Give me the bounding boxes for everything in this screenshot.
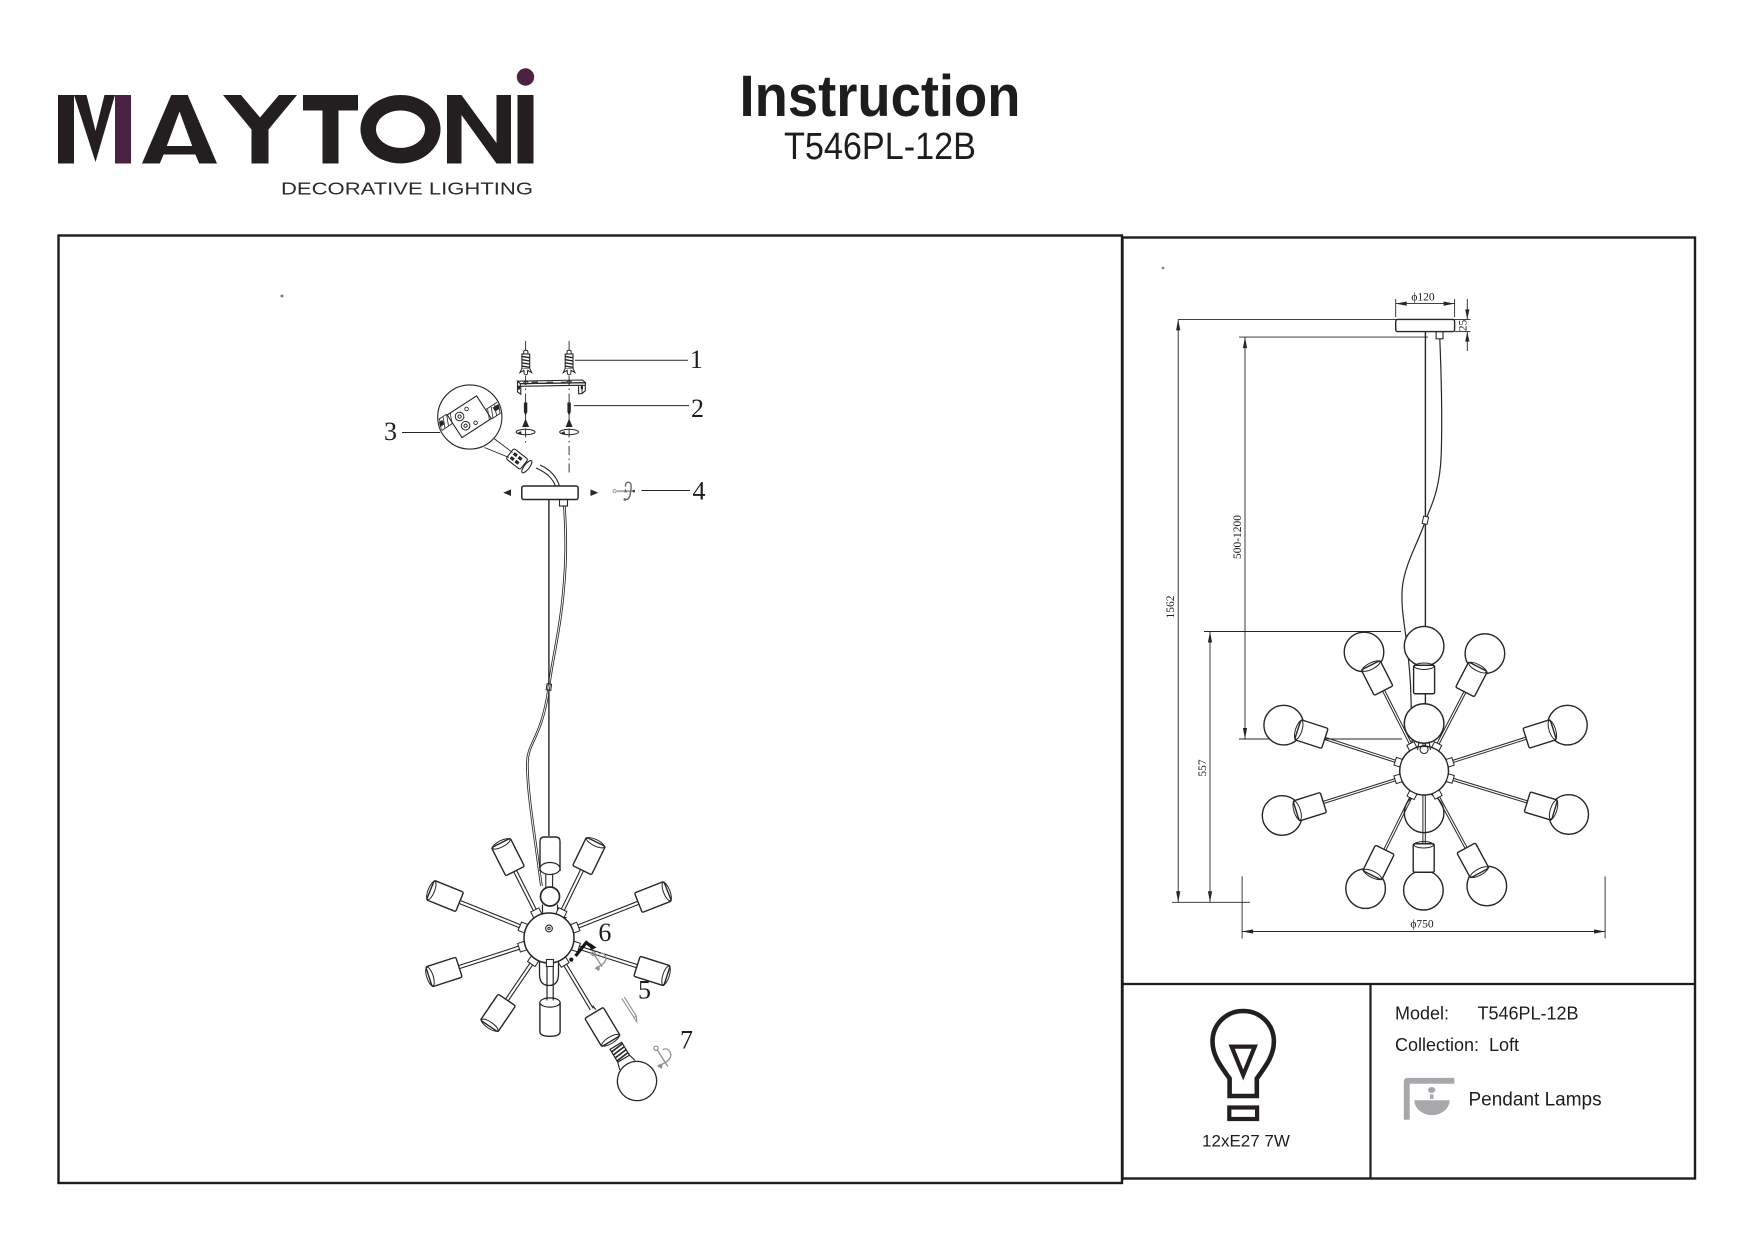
svg-text:3: 3 bbox=[384, 417, 397, 446]
svg-text:Loft: Loft bbox=[1489, 1035, 1519, 1055]
svg-text:Instruction: Instruction bbox=[740, 64, 1021, 129]
svg-text:6: 6 bbox=[598, 918, 611, 947]
svg-text:557: 557 bbox=[1197, 759, 1209, 777]
svg-text:1: 1 bbox=[690, 345, 703, 374]
svg-text:Collection:: Collection: bbox=[1395, 1035, 1479, 1055]
svg-text:5: 5 bbox=[638, 976, 651, 1005]
svg-text:DECORATIVE LIGHTING: DECORATIVE LIGHTING bbox=[281, 179, 533, 199]
svg-text:12xE27 7W: 12xE27 7W bbox=[1202, 1132, 1290, 1151]
svg-text:T546PL-12B: T546PL-12B bbox=[784, 126, 976, 168]
svg-text:7: 7 bbox=[680, 1026, 693, 1055]
svg-text:4: 4 bbox=[693, 477, 706, 506]
svg-text:Model:: Model: bbox=[1395, 1004, 1449, 1024]
svg-text:25: 25 bbox=[1457, 320, 1469, 332]
svg-text:Pendant Lamps: Pendant Lamps bbox=[1469, 1090, 1602, 1111]
svg-text:2: 2 bbox=[691, 394, 704, 423]
svg-text:500-1200: 500-1200 bbox=[1232, 515, 1244, 559]
svg-text:1562: 1562 bbox=[1165, 595, 1177, 618]
svg-text:T546PL-12B: T546PL-12B bbox=[1478, 1004, 1579, 1024]
svg-text:ϕ750: ϕ750 bbox=[1410, 919, 1434, 931]
svg-text:ϕ120: ϕ120 bbox=[1411, 292, 1435, 304]
